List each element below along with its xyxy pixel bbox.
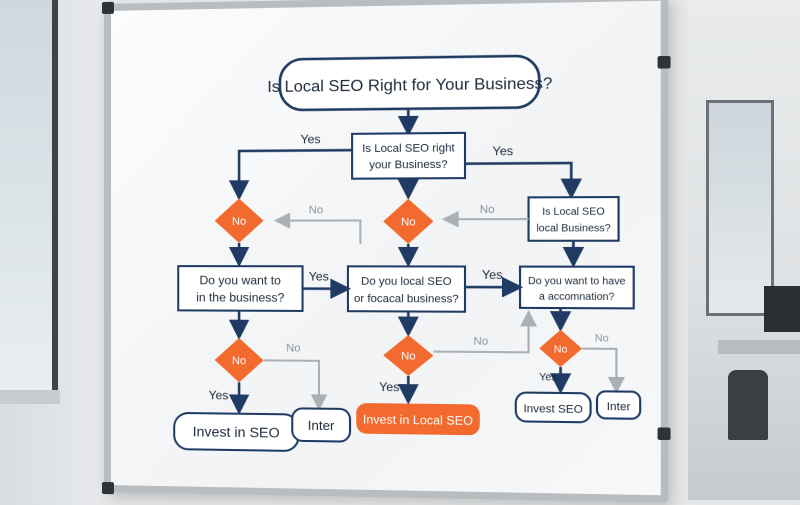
background-office	[688, 0, 800, 500]
edge-label-yes: Yes	[539, 372, 556, 384]
office-window	[706, 100, 774, 316]
title-text: Is Local SEO Right for Your Business?	[267, 75, 552, 96]
left-window	[0, 0, 58, 390]
outcome-text: Invest SEO	[523, 403, 582, 416]
edge-label-yes: Yes	[309, 269, 329, 283]
question-text: Is Local SEO right	[362, 142, 455, 155]
question-text: your Business?	[369, 159, 447, 172]
outcome-text: Invest in SEO	[193, 423, 280, 440]
decision-label: No	[401, 216, 416, 228]
edge-label-yes: Yes	[209, 388, 229, 402]
edge-no	[278, 220, 360, 243]
decision-label: No	[401, 350, 416, 362]
edge-no	[582, 349, 616, 390]
question-node	[352, 133, 465, 179]
outcome-text: Inter	[308, 418, 336, 434]
question-text: in the business?	[196, 290, 285, 305]
question-text: a accomnation?	[539, 291, 615, 303]
whiteboard: Is Local SEO Right for Your Business? Is…	[104, 0, 668, 503]
window-sill	[0, 390, 60, 404]
decision-label: No	[554, 344, 568, 356]
outcome-text: Invest in Local SEO	[363, 412, 473, 428]
edge-label-no: No	[286, 342, 300, 354]
edge-no	[264, 360, 319, 406]
outcome-text: Inter	[607, 401, 631, 414]
edge-label-no: No	[480, 204, 495, 216]
decision-label: No	[232, 355, 246, 367]
edge-label-yes: Yes	[492, 144, 513, 159]
edge-label-no: No	[473, 335, 488, 347]
question-text: or focacal business?	[354, 293, 459, 306]
edge-label-yes: Yes	[300, 132, 320, 146]
edge-label-yes: Yes	[482, 268, 503, 282]
flowchart: Is Local SEO Right for Your Business? Is…	[104, 0, 668, 503]
question-text: Do you want to	[200, 273, 282, 287]
desk	[718, 340, 800, 354]
question-text: local Business?	[536, 223, 611, 235]
edge	[239, 150, 352, 195]
office-chair	[728, 370, 768, 440]
decision-label: No	[232, 216, 246, 228]
edge-label-no: No	[595, 333, 609, 345]
edge-label-yes: Yes	[379, 380, 399, 395]
question-text: Is Local SEO	[542, 206, 605, 218]
question-text: Do you want to have	[528, 276, 626, 288]
edge	[465, 163, 571, 195]
monitor	[764, 286, 800, 332]
edge-label-no: No	[309, 204, 323, 216]
question-text: Do you local SEO	[361, 276, 452, 289]
